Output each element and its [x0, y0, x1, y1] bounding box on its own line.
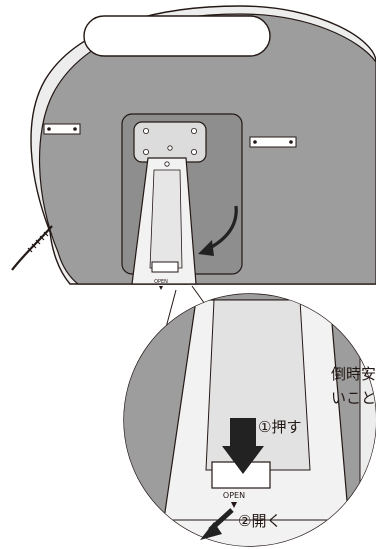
left-mount-slot [43, 123, 81, 135]
kickstand-open-label: OPEN [154, 279, 168, 285]
kickstand-open-arrow-icon [159, 286, 163, 290]
power-cord-coil [27, 231, 49, 253]
kickstand-screw [164, 161, 170, 167]
side-note-line2: いこと [330, 389, 376, 407]
hinge-plate [133, 121, 207, 163]
zoom-open-label: OPEN [223, 491, 245, 500]
rotate-arrowhead-icon [198, 240, 214, 256]
push-arrow-icon [222, 418, 264, 474]
open-arrow-icon [200, 508, 234, 540]
zoom-detail: ①押す OPEN ②開く [123, 293, 376, 547]
kickstand-channel [149, 169, 183, 269]
step1-label: ①押す [258, 418, 301, 436]
kickstand: OPEN [131, 157, 197, 290]
right-mount-slot [249, 136, 297, 148]
zoom-open-arrow-icon [231, 502, 237, 508]
side-note-line1: 倒時安 [330, 365, 376, 383]
power-cord [11, 225, 53, 271]
kickstand-latch [151, 261, 179, 273]
carry-handle [83, 15, 271, 57]
step2-label: ②開く [238, 512, 281, 530]
device-back-view [11, 5, 376, 285]
